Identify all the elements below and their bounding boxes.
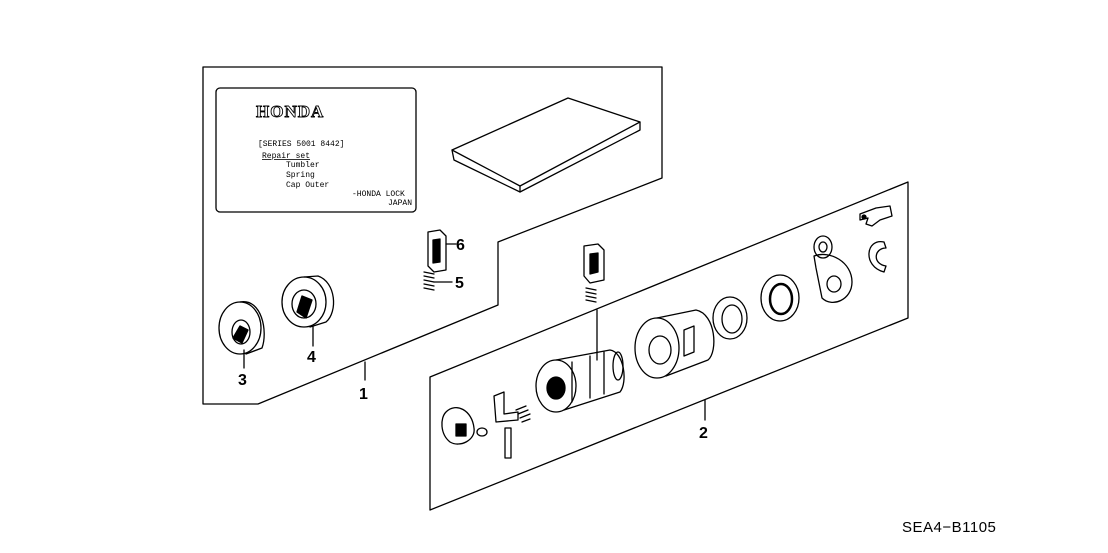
label-maker: -HONDA LOCK [352, 190, 405, 199]
callout-5: 5 [455, 275, 464, 292]
cam-plate [813, 235, 853, 303]
label-item-cap-outer: Cap Outer [286, 181, 329, 190]
label-brand: HONDA [256, 102, 324, 121]
bracket-clip [493, 391, 519, 423]
part-5-spring [423, 271, 435, 291]
ring-a [712, 296, 748, 340]
retaining-clip [868, 241, 887, 273]
repair-set-label: HONDA [SERIES 5001 8442] Repair set Tumb… [215, 87, 417, 213]
label-item-spring: Spring [286, 171, 315, 180]
part-3-cap-outer [218, 301, 265, 355]
callout-6: 6 [456, 237, 465, 254]
callout-3: 3 [238, 372, 247, 389]
kit-1-outline [202, 66, 663, 405]
callout-1: 1 [359, 386, 368, 403]
label-item-tumbler: Tumbler [286, 161, 320, 170]
kit-2-outline [429, 181, 909, 511]
kit-2-tumbler [583, 243, 605, 303]
diagram-reference-code: SEA4−B1105 [902, 519, 997, 536]
part-6-tumbler [427, 229, 447, 273]
instruction-sheet [451, 97, 641, 193]
ring-b [760, 274, 800, 322]
leader-lines [243, 243, 706, 421]
lock-housing [634, 309, 715, 379]
label-kit-title: Repair set [262, 152, 310, 161]
callout-2: 2 [699, 425, 708, 442]
dust-cover [441, 407, 488, 445]
small-spring [515, 405, 531, 423]
part-4-ring-cap [281, 275, 335, 328]
lock-cylinder [535, 309, 625, 413]
lever [859, 205, 893, 227]
callout-4: 4 [307, 349, 316, 366]
label-series: [SERIES 5001 8442] [258, 140, 344, 149]
pin [504, 427, 512, 459]
label-maker-country: JAPAN [388, 199, 412, 208]
